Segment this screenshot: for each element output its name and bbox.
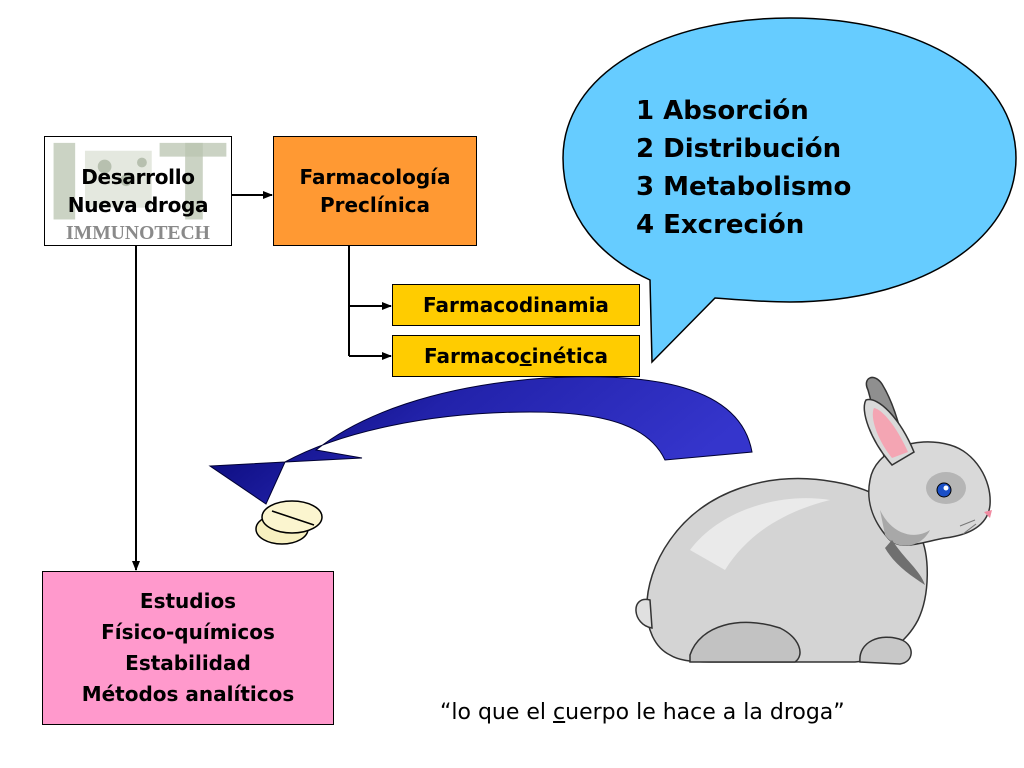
pharmacokinetics-label: Farmacocinética [423,344,609,368]
development-box: IMMUNOTECH Desarrollo Nueva droga [44,136,232,246]
immunotech-logo: IMMUNOTECH [53,142,227,244]
studies-box: Estudios Físico-químicos Estabilidad Mét… [42,571,334,725]
pill-icon [255,500,323,545]
dev-line1: Desarrollo [81,165,195,189]
pharmacokinetics-box: Farmacocinética [392,335,640,377]
svg-text:IMMUNOTECH: IMMUNOTECH [66,223,210,244]
bubble-item: 2 Distribución [636,134,842,164]
pharmacodynamics-box: Farmacodinamia [392,284,640,326]
preclinical-line2: Preclínica [319,193,431,217]
preclinical-line1: Farmacología [299,165,451,189]
rabbit-icon [635,376,992,665]
bubble-list: 1 Absorción 2 Distribución 3 Metabolismo… [636,92,851,244]
pharmacodynamics-label: Farmacodinamia [423,293,609,317]
bubble-item: 3 Metabolismo [636,172,852,202]
studies-line1: Estudios [139,589,237,613]
preclinical-box: Farmacología Preclínica [273,136,477,246]
quote-text: “lo que el cuerpo le hace a la droga” [440,700,845,725]
bubble-item: 4 Excreción [636,210,805,240]
studies-line4: Métodos analíticos [81,682,295,706]
studies-line3: Estabilidad [125,651,251,675]
bubble-item: 1 Absorción [636,96,809,126]
studies-line2: Físico-químicos [101,620,275,644]
dev-line2: Nueva droga [67,193,209,217]
